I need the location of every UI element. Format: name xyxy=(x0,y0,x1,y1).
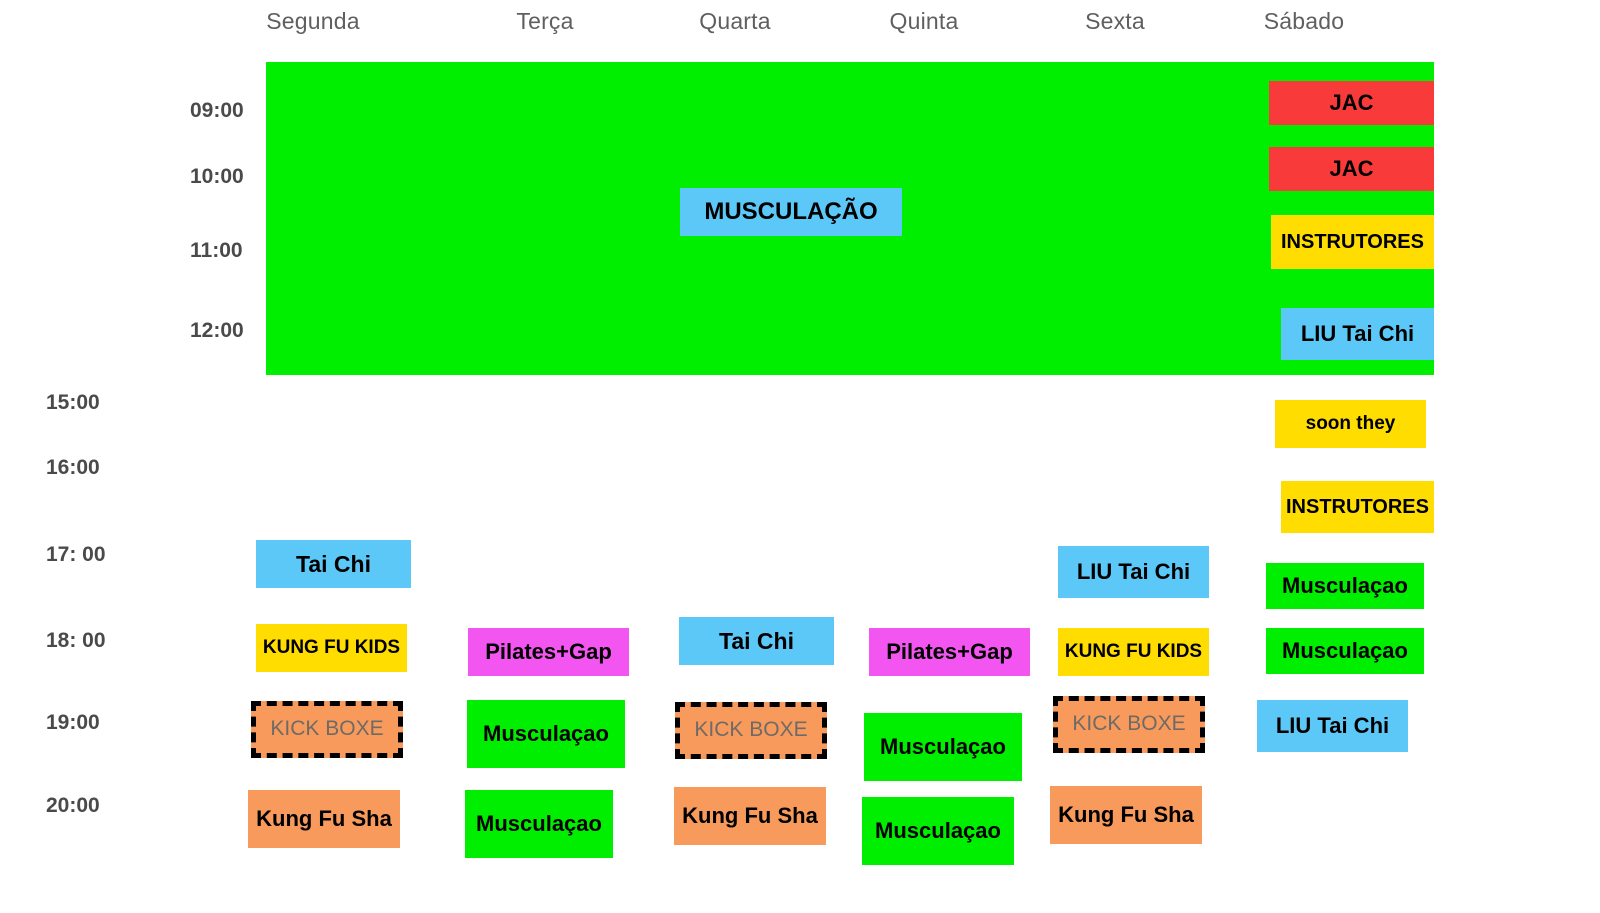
day-header-5: Sábado xyxy=(1263,8,1345,34)
class-block[interactable]: Musculaçao xyxy=(467,700,625,768)
class-block[interactable]: Kung Fu Sha xyxy=(674,787,826,845)
time-label-6: 17: 00 xyxy=(46,543,106,566)
class-block[interactable]: Musculaçao xyxy=(864,713,1022,781)
day-header-2: Quarta xyxy=(699,8,771,34)
day-header-3: Quinta xyxy=(889,8,959,34)
class-block[interactable]: MUSCULAÇÃO xyxy=(680,188,902,236)
day-header-0: Segunda xyxy=(266,8,360,34)
class-block[interactable]: KUNG FU KIDS xyxy=(1058,628,1209,676)
time-label-4: 15:00 xyxy=(46,391,100,414)
class-block[interactable]: KUNG FU KIDS xyxy=(256,624,407,672)
time-label-7: 18: 00 xyxy=(46,629,106,652)
class-block[interactable]: Musculaçao xyxy=(465,790,613,858)
class-block[interactable]: Kung Fu Sha xyxy=(248,790,400,848)
class-block[interactable]: KICK BOXE xyxy=(251,701,403,758)
day-header-1: Terça xyxy=(516,8,574,34)
time-label-8: 19:00 xyxy=(46,711,100,734)
class-block[interactable]: Musculaçao xyxy=(1266,628,1424,674)
class-block[interactable]: Pilates+Gap xyxy=(869,628,1030,676)
class-block[interactable]: Kung Fu Sha xyxy=(1050,786,1202,844)
class-block[interactable]: Pilates+Gap xyxy=(468,628,629,676)
class-block[interactable]: JAC xyxy=(1269,81,1434,125)
class-block[interactable]: INSTRUTORES xyxy=(1281,481,1434,533)
class-block[interactable]: KICK BOXE xyxy=(675,702,827,759)
class-block[interactable]: Tai Chi xyxy=(679,617,834,665)
time-label-9: 20:00 xyxy=(46,794,100,817)
time-label-3: 12:00 xyxy=(190,319,244,342)
class-block[interactable]: Musculaçao xyxy=(862,797,1014,865)
time-label-0: 09:00 xyxy=(190,99,244,122)
time-label-5: 16:00 xyxy=(46,456,100,479)
day-header-4: Sexta xyxy=(1085,8,1145,34)
time-label-1: 10:00 xyxy=(190,165,244,188)
class-block[interactable]: INSTRUTORES xyxy=(1271,215,1434,269)
class-block[interactable]: Tai Chi xyxy=(256,540,411,588)
class-block[interactable]: Musculaçao xyxy=(1266,563,1424,609)
class-block[interactable]: LIU Tai Chi xyxy=(1058,546,1209,598)
class-block[interactable]: JAC xyxy=(1269,147,1434,191)
class-block[interactable]: soon they xyxy=(1275,400,1426,448)
class-block[interactable]: LIU Tai Chi xyxy=(1257,700,1408,752)
time-label-2: 11:00 xyxy=(190,239,243,262)
class-block[interactable]: KICK BOXE xyxy=(1053,696,1205,753)
class-block[interactable]: LIU Tai Chi xyxy=(1281,308,1434,360)
